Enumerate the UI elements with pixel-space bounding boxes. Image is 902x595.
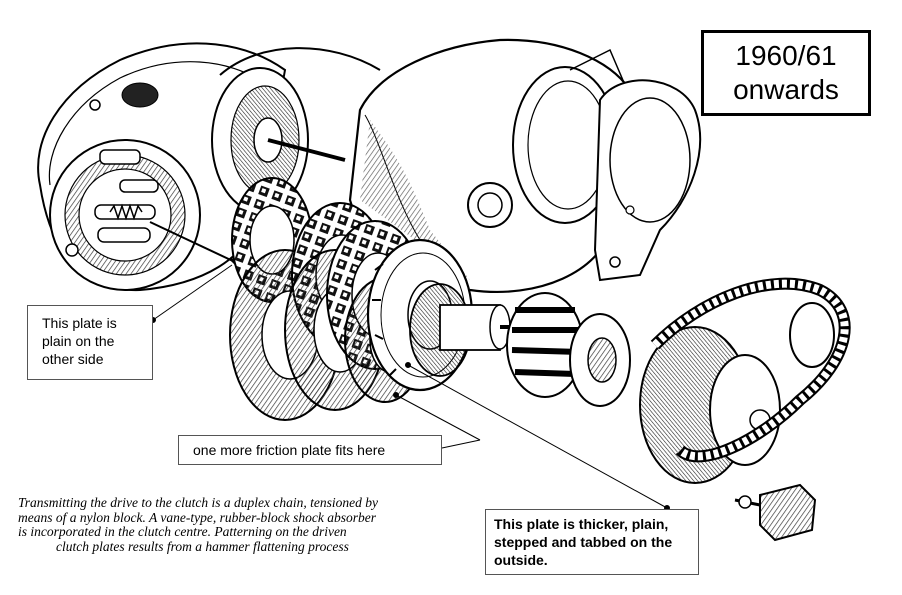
year-label-line2: onwards xyxy=(733,74,839,105)
caption-line: is incorporated in the clutch centre. Pa… xyxy=(18,524,347,539)
caption-line: means of a nylon block. A vane-type, rub… xyxy=(18,509,377,525)
caption-line: Transmitting the drive to the clutch is … xyxy=(18,495,378,510)
year-label-line1: 1960/61 xyxy=(735,40,837,71)
chaincase-inner-half xyxy=(348,38,632,294)
callout-thicker-plate: This plate is thicker, plain, stepped an… xyxy=(485,509,699,575)
year-label-box: 1960/61 onwards xyxy=(701,30,871,116)
clutch-centre xyxy=(409,283,520,377)
callout-line: plain on the xyxy=(42,333,115,349)
callout-line: This plate is thicker, plain, xyxy=(494,516,669,532)
callout-line: one more friction plate fits here xyxy=(193,442,386,458)
alternator-stator xyxy=(211,47,381,213)
chain-tensioner-block xyxy=(734,483,817,542)
callout-line: This plate is xyxy=(42,315,117,331)
caption-line: clutch plates results from a hammer flat… xyxy=(56,538,349,554)
shock-absorber-hub xyxy=(506,292,631,407)
leader-lines xyxy=(150,264,670,511)
callout-plain-other-side: This plate is plain on the other side xyxy=(27,305,153,380)
clutch-springs xyxy=(94,149,242,270)
duplex-primary-chain xyxy=(650,277,851,463)
callout-line: outside. xyxy=(494,552,548,568)
callout-line: other side xyxy=(42,351,104,367)
callout-line: stepped and tabbed on the xyxy=(494,534,673,550)
chaincase-gasket xyxy=(593,79,702,282)
callout-friction-plate: one more friction plate fits here xyxy=(178,435,442,465)
figure-caption: Transmitting the drive to the clutch is … xyxy=(18,495,488,554)
